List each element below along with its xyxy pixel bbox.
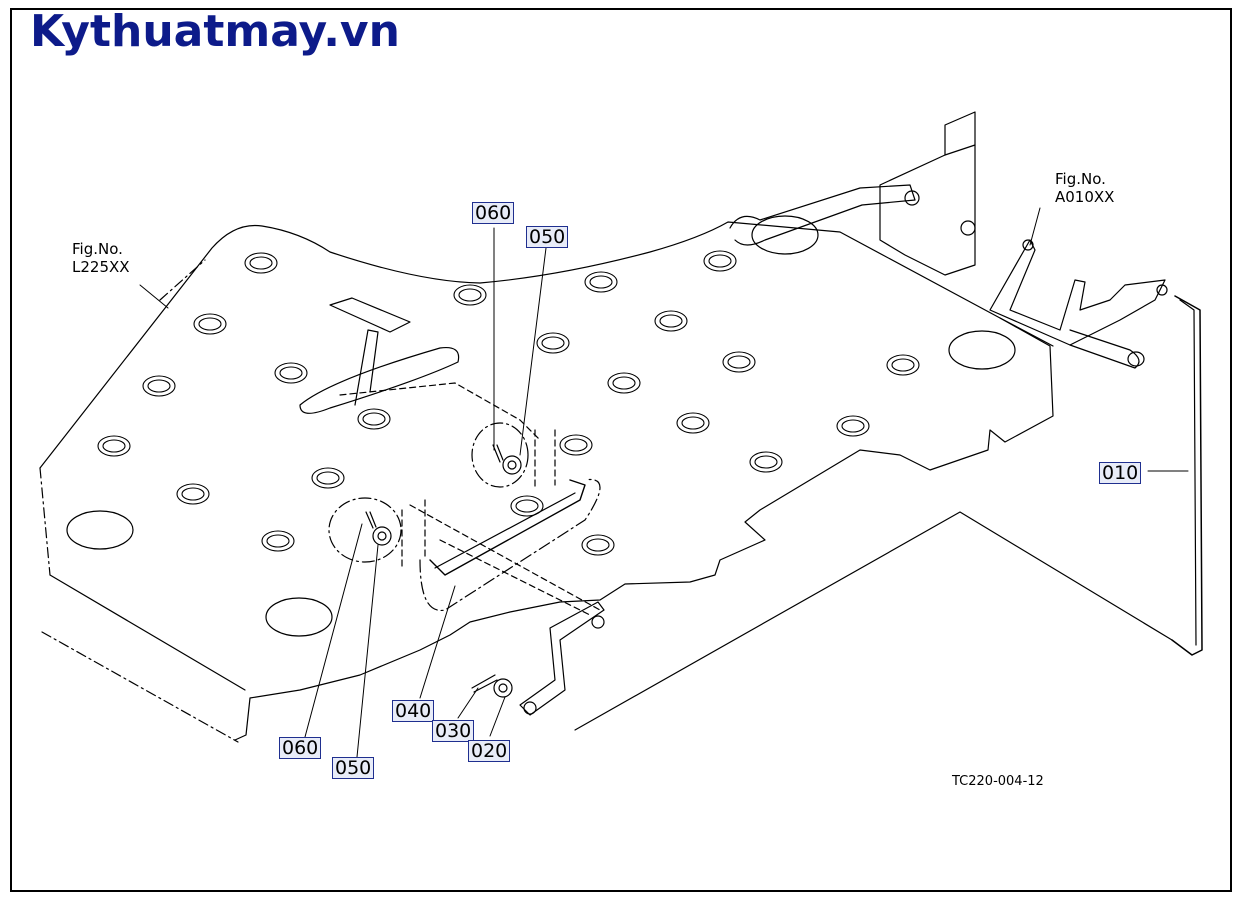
right-linkage — [989, 239, 1166, 346]
part-label-050-bottom[interactable]: 050 — [332, 757, 375, 779]
pedal-slot — [299, 346, 460, 414]
hole-bottom — [265, 597, 333, 637]
fig-ref-label: Fig.No. — [1055, 170, 1106, 188]
part-label-060-bottom[interactable]: 060 — [279, 737, 322, 759]
part-label-040[interactable]: 040 — [392, 700, 435, 722]
fig-ref-l225: Fig.No. L225XX — [72, 240, 130, 276]
part-label-020[interactable]: 020 — [468, 740, 511, 762]
fig-ref-label: Fig.No. — [72, 240, 123, 258]
upper-pipe — [729, 184, 916, 246]
plate-right-edge — [999, 317, 1054, 347]
hole-left — [66, 510, 134, 550]
cotter-pin-left — [365, 511, 377, 529]
fig-ref-number: L225XX — [72, 258, 130, 276]
link-rod-040 — [429, 479, 586, 576]
floor-plate-top-break — [159, 259, 206, 301]
watermark-logo: Kythuatmay.vn — [30, 6, 400, 57]
floor-plate-left-break — [39, 467, 51, 576]
washers-050 — [372, 455, 522, 698]
part-label-050-top[interactable]: 050 — [526, 226, 569, 248]
upper-bracket — [879, 111, 976, 276]
pedal-pad — [329, 297, 411, 333]
pedal-arm — [354, 329, 379, 406]
hole-top — [751, 215, 819, 255]
rod-010 — [1171, 295, 1203, 656]
hole-right — [948, 330, 1016, 370]
floor-plate-outline — [39, 221, 1054, 741]
part-label-060-top[interactable]: 060 — [472, 202, 515, 224]
bracket-lower-edge — [574, 511, 1173, 731]
fig-ref-number: A010XX — [1055, 188, 1115, 206]
floor-plate-lower-edge — [41, 631, 239, 743]
fig-ref-a010: Fig.No. A010XX — [1055, 170, 1114, 206]
diagram-frame — [10, 8, 1232, 892]
floor-plate-front-edge — [49, 574, 246, 691]
part-label-030[interactable]: 030 — [432, 720, 475, 742]
lever-bracket — [519, 601, 605, 716]
rubber-mounts — [97, 250, 920, 556]
drawing-code: TC220-004-12 — [952, 774, 1044, 789]
cotter-pin-030 — [471, 674, 498, 693]
part-label-010[interactable]: 010 — [1099, 462, 1142, 484]
